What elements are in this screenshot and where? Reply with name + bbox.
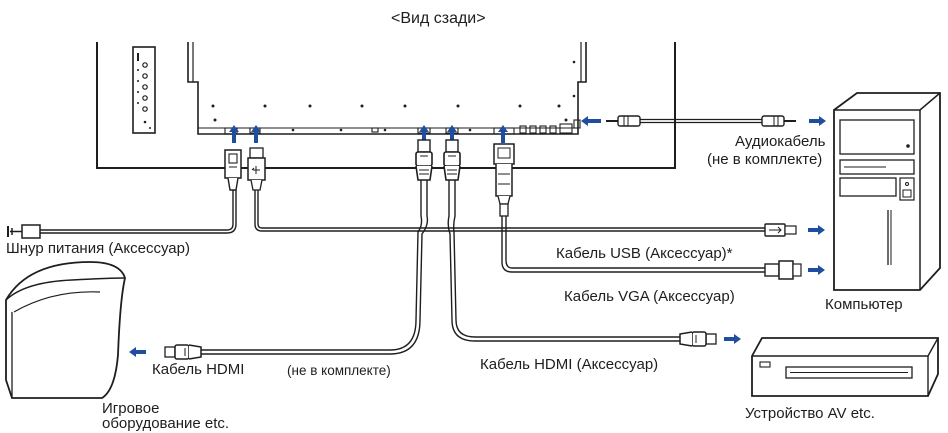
av-device-icon	[751, 337, 939, 397]
game-console-icon	[5, 261, 126, 399]
game-console-label-2: оборудование etc.	[102, 415, 230, 432]
usb-cable	[247, 147, 825, 237]
av-device-label: Устройство AV etc.	[745, 405, 875, 422]
audio-cable-label: Аудиокабель	[735, 133, 826, 150]
computer-label: Компьютер	[825, 296, 903, 313]
usb-cable-label: Кабель USB (Аксессуар)*	[556, 245, 733, 262]
input-arrows	[229, 116, 601, 143]
power-cord	[7, 149, 242, 239]
audio-cable-note: (не в комплекте)	[707, 151, 823, 168]
power-cord-label: Шнур питания (Аксессуар)	[6, 240, 190, 257]
game-console-label: Игровое	[102, 400, 160, 417]
hdmi-cable-right	[443, 139, 741, 347]
hdmi-cable-left-label: Кабель HDMI	[152, 361, 245, 378]
computer-tower-icon	[833, 92, 941, 291]
hdmi-cable-right-label: Кабель HDMI (Аксессуар)	[480, 356, 659, 373]
hdmi-cable-left-note: (не в комплекте)	[287, 363, 391, 378]
vga-cable-label: Кабель VGA (Аксессуар)	[564, 288, 735, 305]
hdmi-cable-left	[129, 139, 433, 360]
diagram-title: <Вид сзади>	[391, 10, 486, 27]
vga-cable	[493, 143, 825, 280]
monitor-rear	[96, 42, 676, 169]
audio-cable	[606, 115, 826, 127]
